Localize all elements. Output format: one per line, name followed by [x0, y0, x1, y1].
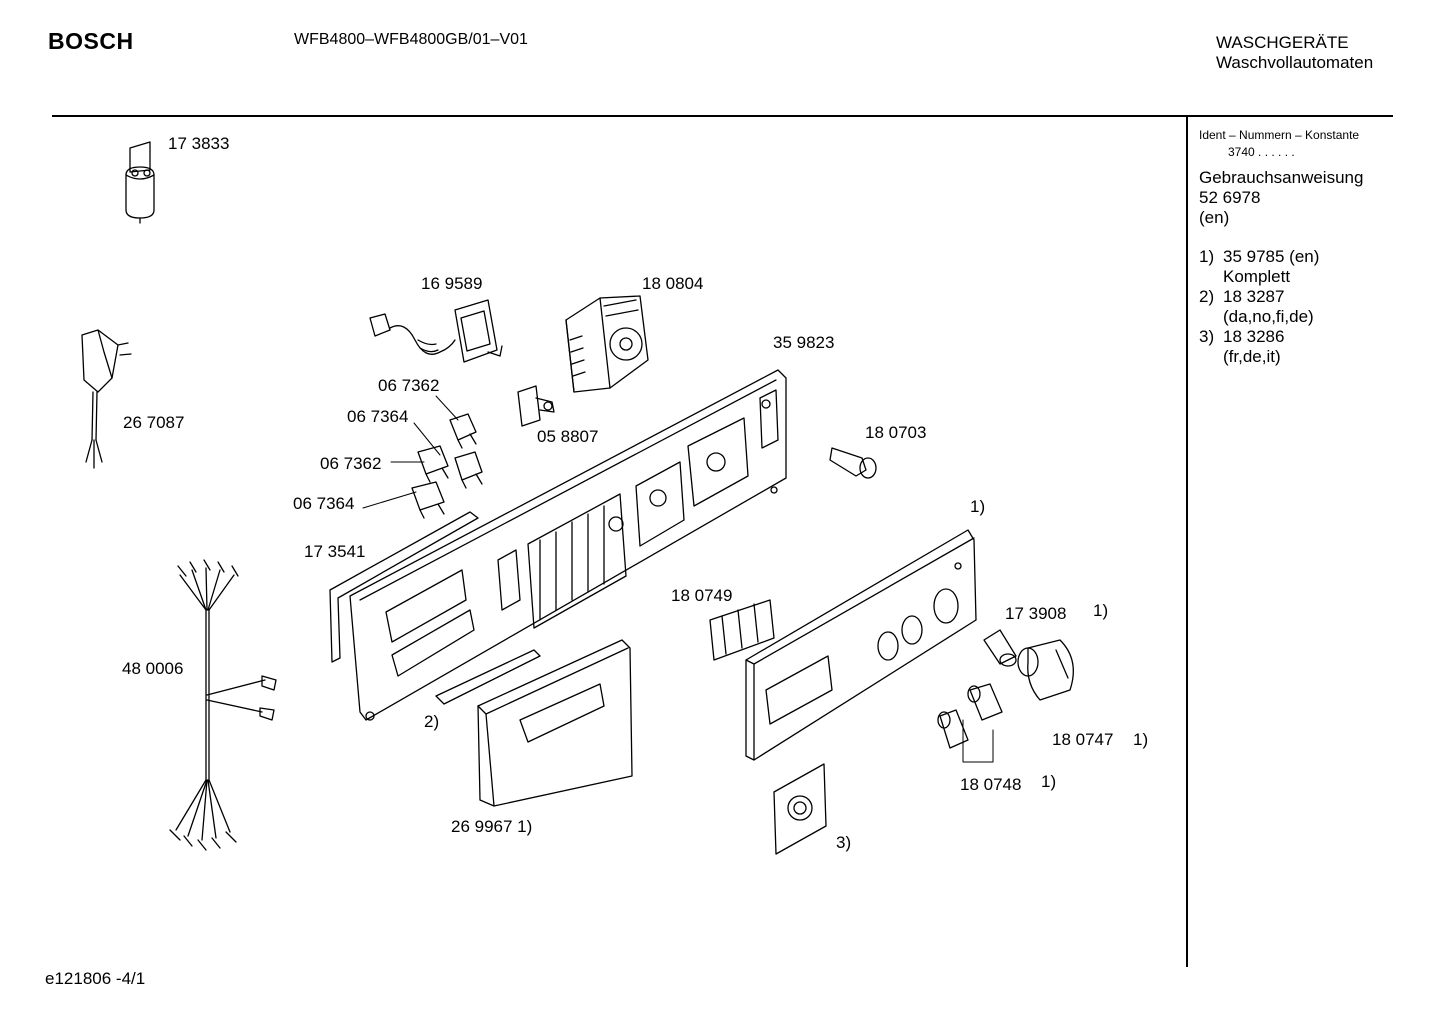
suppressor-part	[126, 142, 154, 223]
label-part	[774, 764, 826, 854]
thermostat-part	[370, 300, 502, 362]
main-knob-part	[1018, 640, 1073, 700]
control-frame-part	[350, 370, 786, 720]
note-detail: (da,no,fi,de)	[1223, 307, 1314, 326]
part-label: 18 0703	[865, 423, 927, 442]
part-label: 18 0747	[1052, 730, 1114, 749]
part-label: 18 0748	[960, 775, 1022, 794]
header-divider	[52, 115, 1393, 117]
part-note: 2)	[424, 712, 440, 731]
part-label: 35 9823	[773, 333, 835, 352]
small-knobs-part	[938, 684, 1002, 748]
ident-value: 3740 . . . . . .	[1228, 145, 1295, 159]
part-label: 17 3908	[1005, 604, 1067, 623]
part-note: 1)	[1093, 601, 1109, 620]
part-label: 18 0804	[642, 274, 704, 293]
brand-logo: BOSCH	[48, 28, 134, 54]
note-number: 18 3286	[1223, 327, 1285, 346]
wiring-harness-part	[170, 560, 276, 850]
drawer-handle-part	[478, 640, 632, 806]
note-detail: Komplett	[1223, 267, 1291, 286]
manual-title: Gebrauchsanweisung	[1199, 168, 1364, 187]
drawing-id: e121806 -4/1	[45, 969, 146, 988]
note-number: 18 3287	[1223, 287, 1285, 306]
timer-part	[566, 296, 648, 392]
part-label: 48 0006	[122, 659, 184, 678]
part-label: 06 7364	[347, 407, 409, 426]
part-label: 18 0749	[671, 586, 733, 605]
part-label: 06 7362	[378, 376, 440, 395]
front-panel-part	[746, 530, 976, 760]
part-note: 1)	[1133, 730, 1149, 749]
label-strip-part	[436, 650, 540, 704]
switch-parts	[412, 414, 482, 518]
part-label: 17 3541	[304, 542, 366, 561]
part-label: 16 9589	[421, 274, 483, 293]
part-label: 06 7364	[293, 494, 355, 513]
manual-lang: (en)	[1199, 208, 1230, 227]
note-marker: 2)	[1199, 287, 1215, 306]
sidebar-divider	[1186, 115, 1188, 967]
potentiometer-part	[518, 386, 554, 426]
gasket-part	[330, 512, 478, 662]
note-number: 35 9785 (en)	[1223, 247, 1320, 266]
manual-number: 52 6978	[1199, 188, 1261, 207]
part-note: 3)	[836, 833, 852, 852]
part-label: 26 9967 1)	[451, 817, 533, 836]
category-subtitle: Waschvollautomaten	[1216, 53, 1374, 72]
note-marker: 3)	[1199, 327, 1215, 346]
model-number: WFB4800–WFB4800GB/01–V01	[294, 31, 528, 48]
note-detail: (fr,de,it)	[1223, 347, 1281, 366]
part-label: 17 3833	[168, 134, 230, 153]
part-note: 1)	[1041, 772, 1057, 791]
indicator-lamp-part	[830, 448, 876, 478]
keys-part	[710, 600, 774, 660]
ident-title: Ident – Nummern – Konstante	[1199, 128, 1360, 142]
part-label: 05 8807	[537, 427, 599, 446]
part-note: 1)	[970, 497, 986, 516]
part-label: 26 7087	[123, 413, 185, 432]
leader-lines	[363, 396, 993, 762]
category-title: WASCHGERÄTE	[1216, 33, 1349, 52]
mains-plug-part	[82, 330, 131, 468]
shaft-part	[984, 630, 1016, 666]
part-label: 06 7362	[320, 454, 382, 473]
note-marker: 1)	[1199, 247, 1215, 266]
